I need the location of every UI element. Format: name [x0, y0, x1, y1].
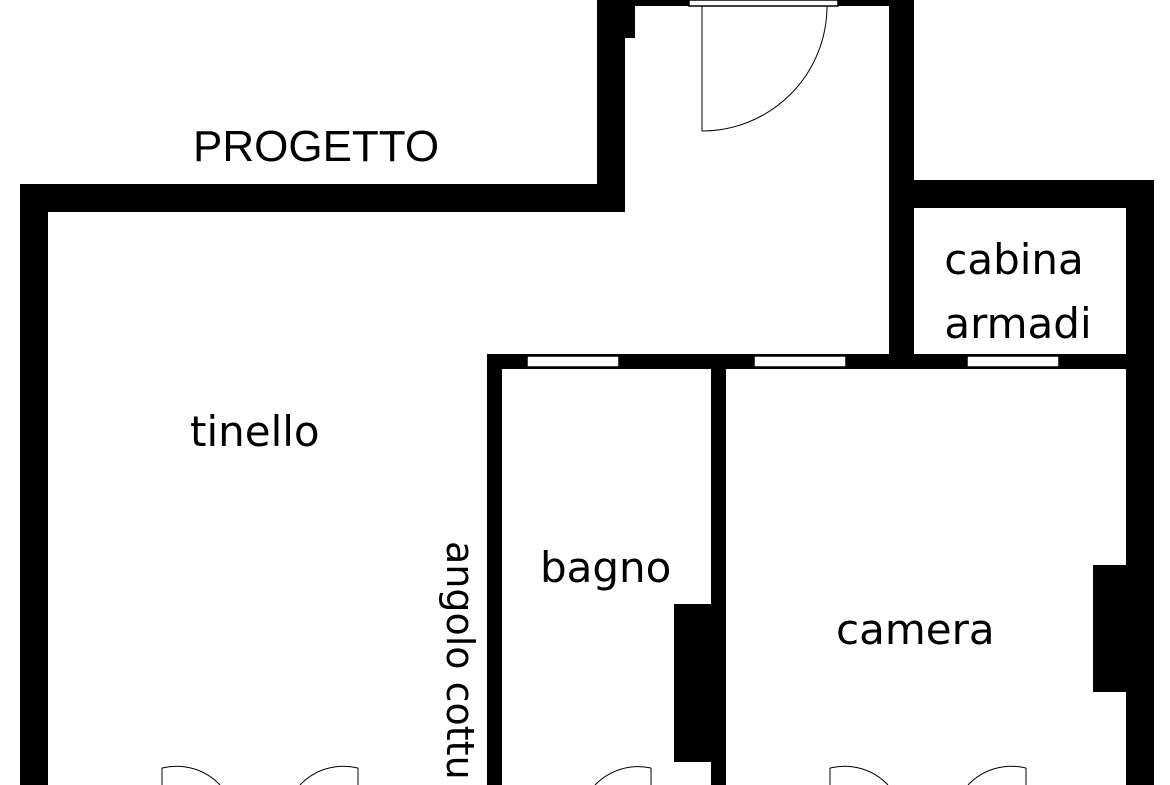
bagno-door-arc	[594, 766, 652, 785]
tinello-door-arc-right	[299, 765, 359, 785]
camera-wardrobe	[1093, 565, 1126, 692]
room-label-cabina-line1: cabina	[944, 235, 1084, 284]
door-swings	[161, 5, 1027, 785]
wall-top-cabina	[889, 180, 1154, 208]
labels: PROGETTO tinello cabina armadi bagno cam…	[190, 122, 1092, 780]
bagno-fixture	[674, 604, 711, 762]
opening-bagno	[526, 355, 620, 368]
wall-tinello-bagno	[487, 354, 502, 785]
wall-top-tinello	[20, 184, 625, 212]
camera-door-arc-left	[829, 765, 889, 785]
room-label-angolo-cottura: angolo cottu	[438, 541, 482, 780]
opening-camera	[753, 355, 847, 368]
plan-title: PROGETTO	[193, 122, 439, 171]
entrance-door-frame	[688, 0, 839, 7]
camera-door-arc-right	[967, 765, 1027, 785]
wall-cabina-left	[889, 208, 903, 369]
openings	[526, 0, 1060, 368]
tinello-door-arc-left	[161, 765, 221, 785]
wall-entrance-left	[597, 0, 625, 212]
wall-entrance-top-left	[597, 0, 689, 6]
room-label-cabina-line2: armadi	[944, 299, 1091, 348]
opening-cabina	[966, 355, 1060, 368]
room-label-bagno: bagno	[540, 543, 671, 592]
room-label-tinello: tinello	[190, 407, 320, 456]
interior-walls	[487, 208, 1154, 785]
outer-walls	[20, 0, 1154, 785]
wall-left	[20, 184, 48, 785]
entrance-door-arc	[701, 5, 828, 132]
wall-entrance-top-right	[838, 0, 914, 6]
fixtures	[674, 565, 1126, 762]
wall-entrance-jog	[625, 0, 635, 38]
wall-right	[1126, 180, 1154, 785]
room-label-camera: camera	[836, 605, 995, 654]
wall-bagno-camera	[711, 369, 726, 785]
